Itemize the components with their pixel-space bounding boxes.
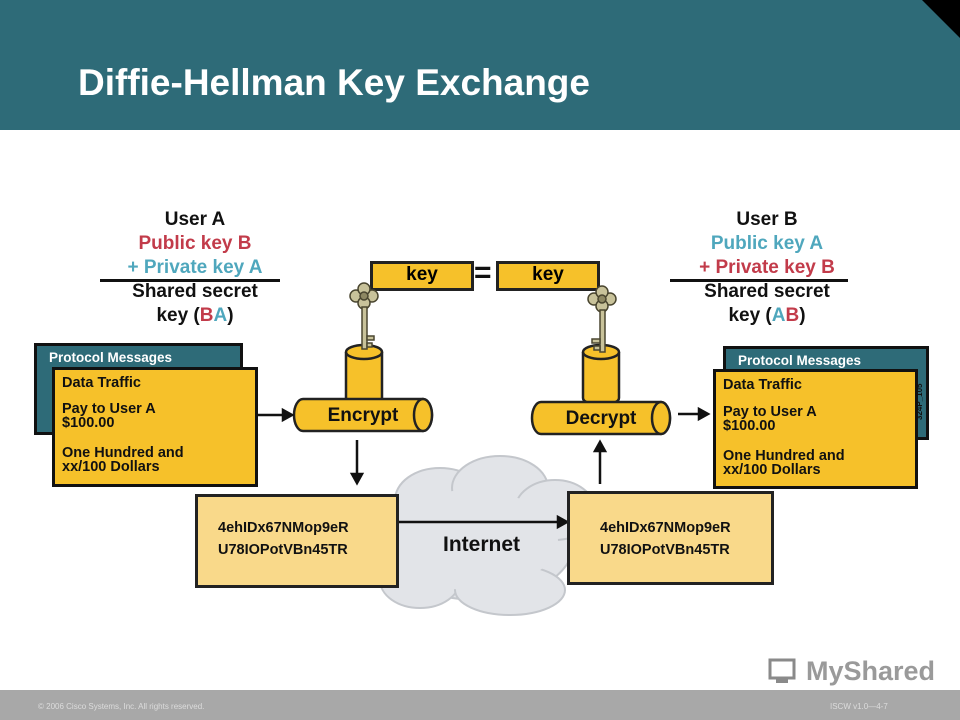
payment-line-2-left: $100.00 — [62, 415, 115, 431]
ciphertext-line-1-left: 4ehIDx67NMop9eR — [218, 520, 349, 536]
ciphertext-line-2-right: U78IOPotVBn45TR — [600, 542, 730, 558]
title-banner — [0, 0, 960, 130]
user-a-shared-secret: Shared secret — [132, 281, 258, 302]
user-a-block: User A Public key B + Private key A Shar… — [85, 208, 305, 328]
decrypt-cylinder-horizontal — [530, 400, 672, 436]
protocol-messages-label-left: Protocol Messages — [49, 350, 173, 365]
payment-line-4-left: xx/100 Dollars — [62, 459, 160, 475]
corner-decoration — [922, 0, 960, 38]
arrow-to-encrypt-icon — [258, 407, 295, 423]
copyright-text: © 2006 Cisco Systems, Inc. All rights re… — [38, 702, 205, 711]
ciphertext-box-left: 4ehIDx67NMop9eR U78IOPotVBn45TR — [195, 494, 399, 588]
payment-line-1-left: Pay to User A — [62, 401, 156, 417]
figure-id: 324P_105 — [915, 383, 924, 420]
key-box-right: key — [496, 261, 600, 291]
ciphertext-box-right: 4ehIDx67NMop9eR U78IOPotVBn45TR — [567, 491, 774, 585]
encrypt-cylinder-horizontal — [292, 397, 434, 433]
key-box-left: key — [370, 261, 474, 291]
decrypt-cylinder-vertical — [581, 343, 621, 407]
data-traffic-label-right: Data Traffic — [723, 377, 802, 393]
user-a-sum-rule — [100, 279, 280, 282]
internet-cloud-icon — [379, 455, 596, 616]
data-traffic-card-right: Data Traffic Pay to User A $100.00 One H… — [713, 369, 918, 489]
decrypt-label: Decrypt — [565, 408, 637, 429]
encrypt-label: Encrypt — [327, 405, 399, 426]
internet-label: Internet — [443, 533, 521, 556]
slide-title: Diffie-Hellman Key Exchange — [78, 62, 590, 103]
user-a-public-key: Public key B — [138, 233, 252, 254]
ciphertext-line-2-left: U78IOPotVBn45TR — [218, 542, 348, 558]
user-a-private-key: + Private key A — [127, 257, 263, 278]
protocol-messages-label-right: Protocol Messages — [738, 353, 862, 368]
data-traffic-label-left: Data Traffic — [62, 375, 141, 391]
arrow-to-decrypt-up-icon — [592, 439, 608, 484]
payment-line-3-left: One Hundred and — [62, 445, 184, 461]
arrow-encrypt-down-icon — [349, 440, 365, 486]
decrypt-key-icon — [587, 285, 617, 353]
encrypt-key-icon — [349, 282, 379, 350]
watermark-text: MyShared — [806, 656, 936, 686]
user-b-block: User B Public key A + Private key B Shar… — [657, 208, 877, 328]
data-traffic-card-left: Data Traffic Pay to User A $100.00 One H… — [52, 367, 258, 487]
user-a-name: User A — [164, 209, 226, 230]
user-a-key-label: key (BA) — [156, 305, 234, 326]
arrow-cipher-to-cipher-icon — [398, 514, 570, 530]
payment-line-2-right: $100.00 — [723, 418, 776, 434]
equals-sign: = — [474, 256, 492, 289]
footer-bar — [0, 690, 960, 720]
user-b-shared-secret: Shared secret — [704, 281, 830, 302]
user-b-private-key: + Private key B — [699, 257, 835, 278]
watermark-logo-icon — [768, 658, 798, 684]
encrypt-cylinder-vertical — [344, 343, 384, 407]
user-b-name: User B — [736, 209, 798, 230]
payment-line-4-right: xx/100 Dollars — [723, 462, 821, 478]
user-b-sum-rule — [670, 279, 848, 282]
ciphertext-line-1-right: 4ehIDx67NMop9eR — [600, 520, 731, 536]
course-code: ISCW v1.0—4-7 — [830, 702, 888, 711]
user-b-public-key: Public key A — [710, 233, 824, 254]
user-b-key-label: key (AB) — [728, 305, 806, 326]
arrow-to-user-b-icon — [678, 406, 711, 422]
payment-line-3-right: One Hundred and — [723, 448, 845, 464]
payment-line-1-right: Pay to User A — [723, 404, 817, 420]
